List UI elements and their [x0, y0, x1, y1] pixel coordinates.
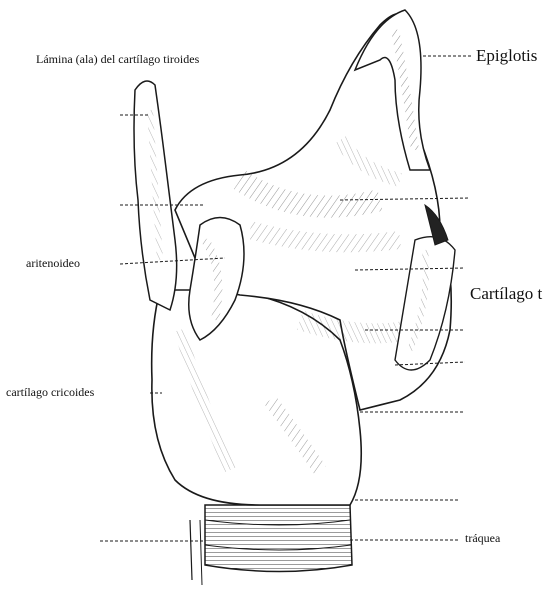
label-epiglottis: Epiglotis [476, 46, 537, 66]
label-thyroid-lamina: Lámina (ala) del cartílago tiroides [36, 52, 199, 67]
trachea-shape [190, 505, 352, 585]
label-arytenoid: aritenoideo [26, 256, 80, 271]
label-cricoid: cartílago cricoides [6, 385, 94, 400]
label-thyroid-cartilage: Cartílago t [470, 284, 542, 304]
label-trachea: tráquea [465, 531, 500, 546]
